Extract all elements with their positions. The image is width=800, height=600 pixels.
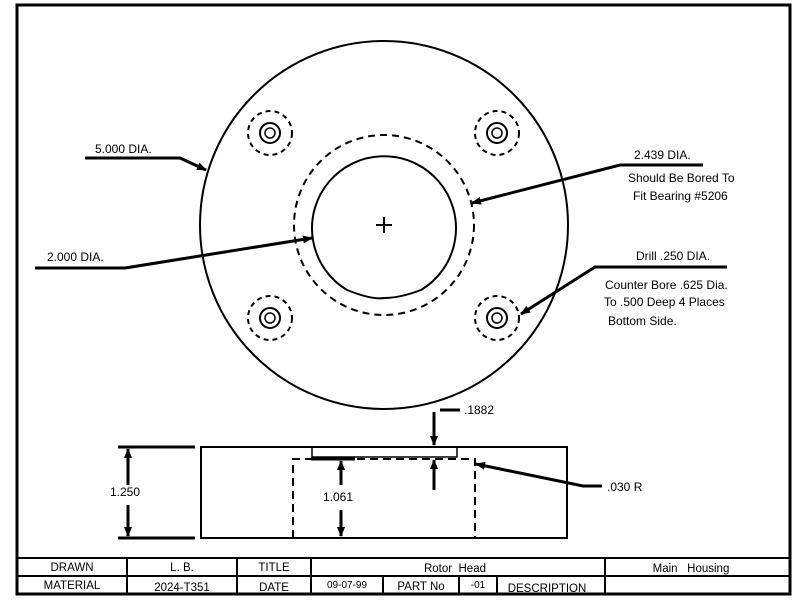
side-view xyxy=(118,408,602,540)
bolt-hole xyxy=(474,295,520,341)
part-label: PART No xyxy=(397,581,444,593)
bore-dia-label: 2.000 DIA. xyxy=(47,250,104,264)
bearing-dia-label: 2.439 DIA. xyxy=(634,148,691,162)
description-label: DESCRIPTION xyxy=(508,583,587,595)
step-dim: .1882 xyxy=(464,403,494,417)
date-value: 09-07-99 xyxy=(327,580,367,591)
bearing-bore-circle xyxy=(293,134,475,316)
extension-lines xyxy=(118,445,195,540)
radius-dim: .030 R xyxy=(607,480,643,494)
bolt-hole xyxy=(247,110,293,156)
height-dim: 1.250 xyxy=(110,485,140,499)
title-value: Rotor Head xyxy=(424,563,486,575)
leader-radius xyxy=(475,461,602,488)
leader-outer-dia xyxy=(85,156,207,172)
part-value: -01 xyxy=(471,580,486,591)
bearing-note-line: Fit Bearing #5206 xyxy=(633,189,728,203)
title-label: TITLE xyxy=(258,562,290,574)
top-view xyxy=(35,40,727,410)
title-block xyxy=(17,557,790,594)
main-value: Main Housing xyxy=(653,563,730,575)
leader-bearing-dia xyxy=(471,163,703,205)
sheet-border xyxy=(15,3,792,596)
drawn-label: DRAWN xyxy=(50,562,93,574)
date-label: DATE xyxy=(259,582,289,594)
hidden-bore xyxy=(292,458,476,538)
bolt-hole xyxy=(474,110,520,156)
drill-note-line: Bottom Side. xyxy=(608,314,677,328)
side-outline xyxy=(200,446,568,539)
drill-note-line: To .500 Deep 4 Places xyxy=(604,295,725,309)
step-line xyxy=(311,447,458,458)
drill-dia-label: Drill .250 DIA. xyxy=(636,249,710,263)
bolt-hole xyxy=(247,295,293,341)
leader-drill xyxy=(520,265,727,316)
drawn-value: L. B. xyxy=(170,562,194,574)
drill-note-line: Counter Bore .625 Dia. xyxy=(605,278,728,292)
bearing-note-line: Should Be Bored To xyxy=(628,171,735,185)
outer-dia-label: 5.000 DIA. xyxy=(95,142,152,156)
bore-circle xyxy=(311,155,457,300)
material-value: 2024-T351 xyxy=(154,582,210,594)
leader-bore-dia xyxy=(35,235,313,270)
material-label: MATERIAL xyxy=(44,580,101,592)
center-mark-icon xyxy=(376,217,392,233)
inner-height-dim: 1.061 xyxy=(323,490,353,504)
outer-circle xyxy=(199,40,569,410)
